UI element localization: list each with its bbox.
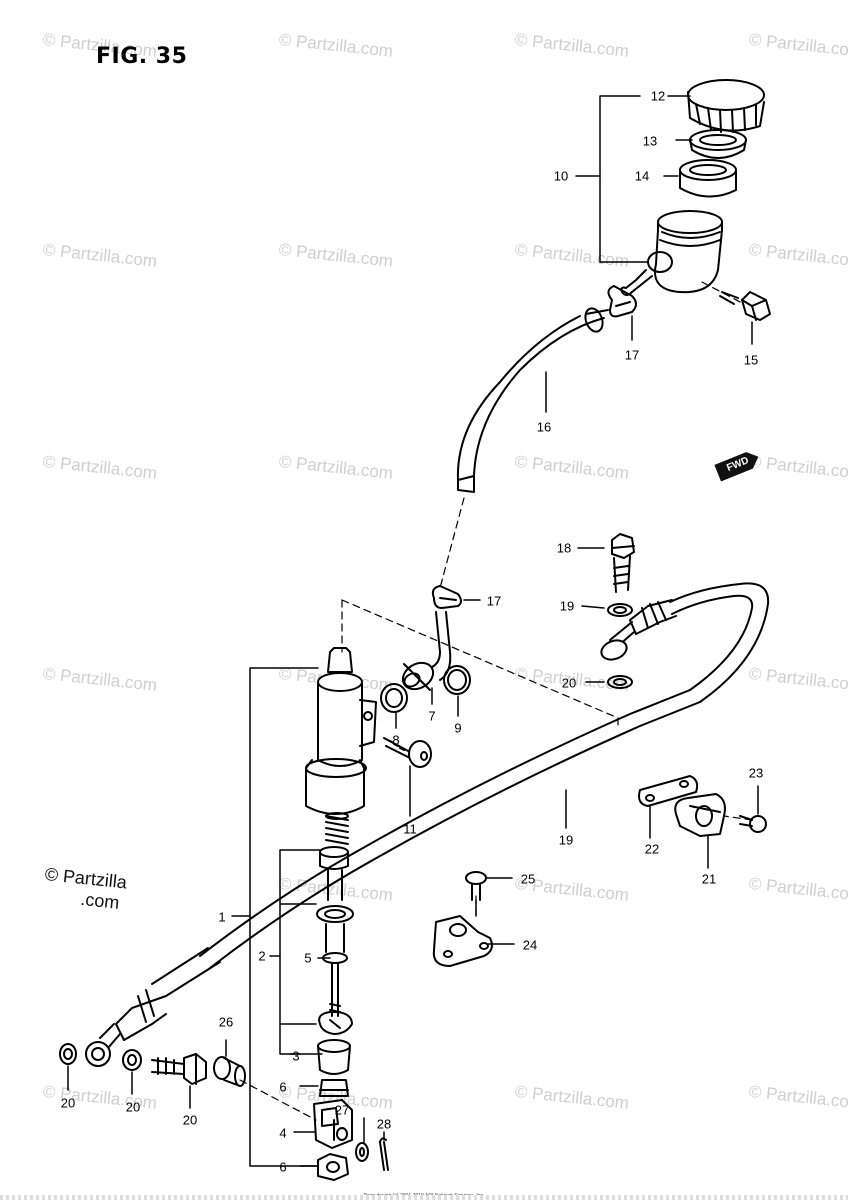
part-label-2[interactable]: 2 xyxy=(258,948,266,964)
part-label-12[interactable]: 12 xyxy=(650,88,666,104)
watermark-dark: © Partzilla .com xyxy=(42,864,128,914)
leader-lines xyxy=(67,95,759,1167)
banjo-bolt-upper xyxy=(611,533,635,593)
part-label-1[interactable]: 1 xyxy=(218,909,226,925)
part-label-7[interactable]: 7 xyxy=(428,708,436,724)
hose-clamp-lower xyxy=(431,585,462,609)
part-label-28[interactable]: 28 xyxy=(376,1116,392,1132)
reservoir-body xyxy=(620,210,723,296)
reservoir-bolt xyxy=(719,291,771,321)
brake-hose xyxy=(85,582,770,1067)
piston-spring xyxy=(325,812,349,845)
bracket xyxy=(674,793,726,837)
mounting-bolt xyxy=(383,737,432,768)
part-label-9[interactable]: 9 xyxy=(454,720,462,736)
part-label-20-d[interactable]: 20 xyxy=(125,1099,141,1115)
part-label-6-upper[interactable]: 6 xyxy=(279,1079,287,1095)
nut-lower xyxy=(317,1153,349,1181)
part-label-19-lower[interactable]: 20 xyxy=(182,1112,198,1128)
part-label-11[interactable]: 10 xyxy=(553,168,569,184)
part-label-8[interactable]: 8 xyxy=(392,732,400,748)
boot xyxy=(317,1039,351,1075)
part-label-20-c[interactable]: 20 xyxy=(60,1095,76,1111)
watermark-dark-domain: .com xyxy=(79,888,121,913)
part-label-23[interactable]: 23 xyxy=(748,765,764,781)
part-label-14[interactable]: 14 xyxy=(634,168,650,184)
reservoir-cap xyxy=(687,79,765,133)
assembly-guide-lines xyxy=(239,281,753,1121)
reservoir-hose xyxy=(456,307,609,493)
inlet-connector xyxy=(401,611,452,691)
part-label-15[interactable]: 15 xyxy=(743,352,759,368)
snap-ring xyxy=(318,1011,353,1035)
push-rod xyxy=(329,963,341,1017)
part-label-18[interactable]: 19 xyxy=(558,832,574,848)
bracket-screw xyxy=(739,815,767,833)
part-label-27[interactable]: 27 xyxy=(334,1102,350,1118)
part-label-20-a[interactable]: 19 xyxy=(559,598,575,614)
figure-title: FIG. 35 xyxy=(96,44,188,69)
part-label-20-b[interactable]: 20 xyxy=(561,675,577,691)
part-label-5[interactable]: 5 xyxy=(304,950,312,966)
part-label-3[interactable]: 3 xyxy=(292,1048,300,1064)
part-label-10[interactable]: 11 xyxy=(403,821,417,837)
scan-edge xyxy=(0,1195,848,1200)
part-label-19-upper[interactable]: 18 xyxy=(556,540,572,556)
piston xyxy=(316,869,354,964)
crush-washer xyxy=(59,603,633,1071)
washer-27 xyxy=(355,1142,369,1162)
part-label-21[interactable]: 21 xyxy=(701,871,717,887)
reservoir-plate xyxy=(689,129,747,159)
nut-upper xyxy=(319,1079,349,1097)
clevis-pin xyxy=(213,1056,246,1087)
cotter-pin xyxy=(379,1137,389,1171)
part-label-24[interactable]: 24 xyxy=(522,937,538,953)
reservoir-diaphragm xyxy=(679,159,737,198)
part-label-6-lower[interactable]: 6 xyxy=(279,1159,287,1175)
hose-guide xyxy=(432,915,493,967)
master-cylinder-body xyxy=(305,647,377,815)
part-label-25[interactable]: 25 xyxy=(520,871,536,887)
clevis xyxy=(313,1099,353,1149)
part-label-4[interactable]: 4 xyxy=(279,1125,287,1141)
part-label-17-lower[interactable]: 17 xyxy=(486,593,502,609)
part-label-13[interactable]: 13 xyxy=(642,133,658,149)
part-label-26[interactable]: 26 xyxy=(218,1014,234,1030)
circlip xyxy=(443,665,471,695)
o-ring-small xyxy=(380,683,408,713)
part-label-16[interactable]: 16 xyxy=(536,419,552,435)
part-label-17-upper[interactable]: 17 xyxy=(624,347,640,363)
part-label-22[interactable]: 22 xyxy=(644,841,660,857)
piston-cup-primary xyxy=(319,846,349,870)
mounting-plate xyxy=(638,775,699,807)
banjo-bolt-lower xyxy=(151,1053,207,1085)
hose-clamp-upper xyxy=(607,285,637,318)
